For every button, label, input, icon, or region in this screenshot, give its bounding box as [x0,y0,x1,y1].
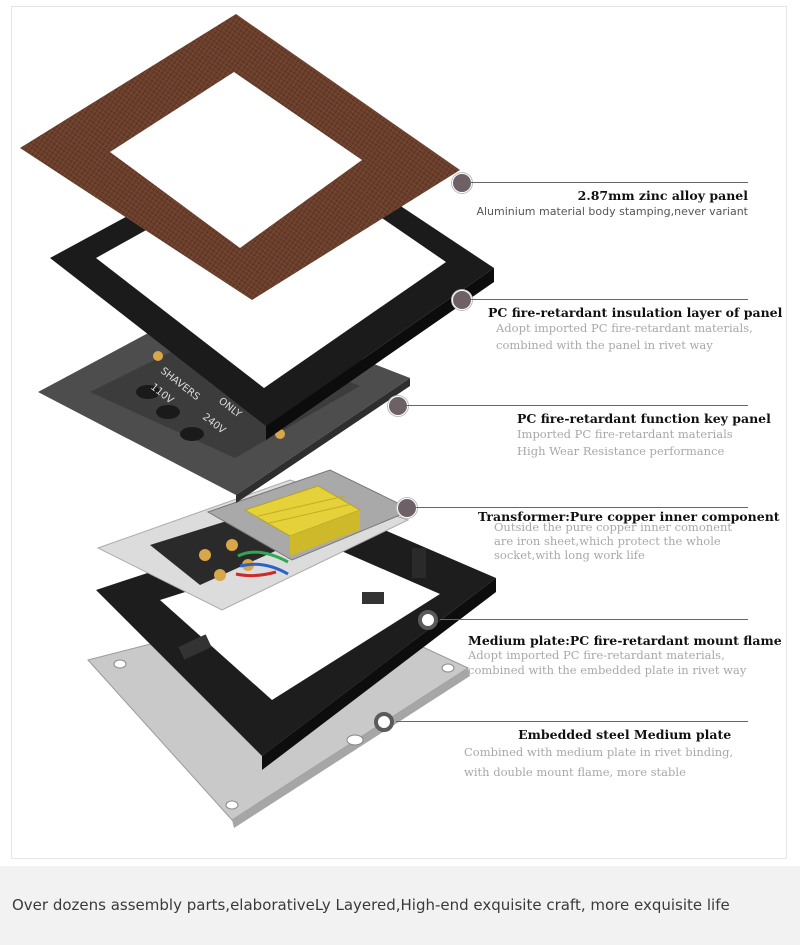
callout-line: with double mount flame, more stable [464,765,686,779]
callout-medium-plate: Medium plate:PC fire-retardant mount fla… [468,633,782,678]
callout-title: Embedded steel Medium plate [518,727,732,742]
callout-dot-6 [374,712,394,732]
callout-line: combined with the panel in rivet way [496,338,713,352]
callout-title: PC fire-retardant function key panel [517,411,771,426]
footer-text: Over dozens assembly parts,elaborativeLy… [12,896,730,914]
callout-rule-6 [396,721,748,722]
callout-line: combined with the embedded plate in rive… [468,663,747,677]
callout-line: Aluminium material body stamping,never v… [476,205,748,218]
callout-function-key-panel: PC fire-retardant function key panel Imp… [517,411,771,460]
callout-dot-5 [418,610,438,630]
callout-rule-2 [470,299,748,300]
callout-rule-5 [440,619,748,620]
callout-line: socket,with long work life [494,548,645,562]
callout-dot-4 [397,498,417,518]
zinc-alloy-panel [20,14,460,300]
callout-title: Medium plate:PC fire-retardant mount fla… [468,633,782,648]
callout-title: 2.87mm zinc alloy panel [577,188,748,203]
transformer [206,469,414,561]
callout-dot-2 [452,290,472,310]
callout-title: PC fire-retardant insulation layer of pa… [488,305,783,320]
callout-title: Transformer:Pure copper inner component [478,509,780,524]
callout-transformer: Transformer:Pure copper inner component … [478,509,780,562]
callout-insulation-layer: PC fire-retardant insulation layer of pa… [488,305,782,354]
callout-zinc-panel: 2.87mm zinc alloy panel Aluminium materi… [476,188,748,220]
callout-rule-4 [415,507,748,508]
callout-line: Combined with medium plate in rivet bind… [464,745,734,759]
exploded-socket-illustration: SHAVERS 110V ONLY 240V [20,14,496,828]
callout-line: High Wear Resistance performance [517,444,725,458]
callout-steel-plate: Embedded steel Medium plate Combined wit… [464,727,733,782]
callout-line: Imported PC fire-retardant materials [517,427,733,441]
callout-rule-3 [406,405,748,406]
footer-banner: Over dozens assembly parts,elaborativeLy… [0,866,800,945]
callout-rule-1 [470,182,748,183]
callout-line: Adopt imported PC fire-retardant materia… [468,648,725,662]
callout-line: Adopt imported PC fire-retardant materia… [496,321,753,335]
callout-dot-3 [388,396,408,416]
callout-line: are iron sheet,which protect the whole [494,534,721,548]
callout-line: Outside the pure copper inner comonent [494,520,733,534]
callout-dot-1 [452,173,472,193]
